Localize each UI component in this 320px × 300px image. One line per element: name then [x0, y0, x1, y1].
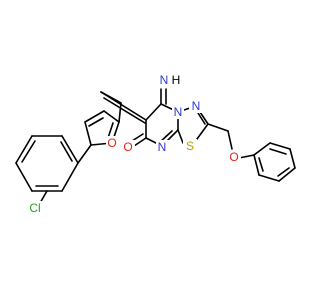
bond — [118, 102, 122, 123]
atom-h-imine: H — [172, 73, 181, 87]
bond — [197, 112, 206, 125]
bond — [177, 129, 184, 144]
bond — [103, 110, 120, 123]
bond — [61, 135, 79, 164]
bond-carbonyl — [131, 133, 144, 142]
bond — [253, 142, 271, 156]
bonds — [15, 88, 296, 204]
bond — [107, 122, 114, 139]
bond — [289, 148, 296, 169]
bond — [269, 148, 287, 155]
atom-s-thiadiazole: S — [186, 139, 194, 153]
atom-n-thiadiazole: N — [192, 99, 201, 113]
atom-n-pyrimidine: N — [158, 140, 167, 154]
bond — [84, 110, 105, 123]
atom-n-imine: N — [160, 73, 169, 87]
bond — [103, 97, 146, 124]
bond — [61, 162, 79, 192]
bond — [196, 123, 209, 140]
bond — [15, 162, 33, 192]
bond — [238, 154, 255, 159]
bond — [77, 144, 92, 164]
molecule-diagram: N H N N O O N S O Cl — [15, 72, 296, 215]
structure-svg: N H N N O O N S O Cl — [15, 72, 296, 215]
bond — [100, 91, 147, 121]
bond — [227, 130, 233, 150]
bond — [60, 141, 73, 162]
atom-n-ring: N — [174, 105, 183, 119]
bond — [258, 157, 264, 172]
atom-o-ether: O — [229, 150, 238, 164]
bond — [145, 103, 162, 121]
bond — [15, 135, 33, 164]
atom-cl: Cl — [29, 201, 40, 215]
atom-labels: N H N N O O N S O Cl — [24, 72, 241, 215]
bond-carbonyl — [133, 137, 147, 147]
bond — [88, 117, 104, 127]
bond — [278, 167, 296, 182]
bond — [207, 123, 229, 132]
bond — [258, 174, 280, 182]
atom-o-furan: O — [107, 136, 116, 150]
bond — [84, 121, 92, 146]
bond — [21, 140, 36, 163]
bond — [253, 154, 260, 176]
atom-o-carbonyl: O — [123, 140, 132, 154]
bond — [269, 142, 291, 150]
bond — [277, 167, 290, 177]
